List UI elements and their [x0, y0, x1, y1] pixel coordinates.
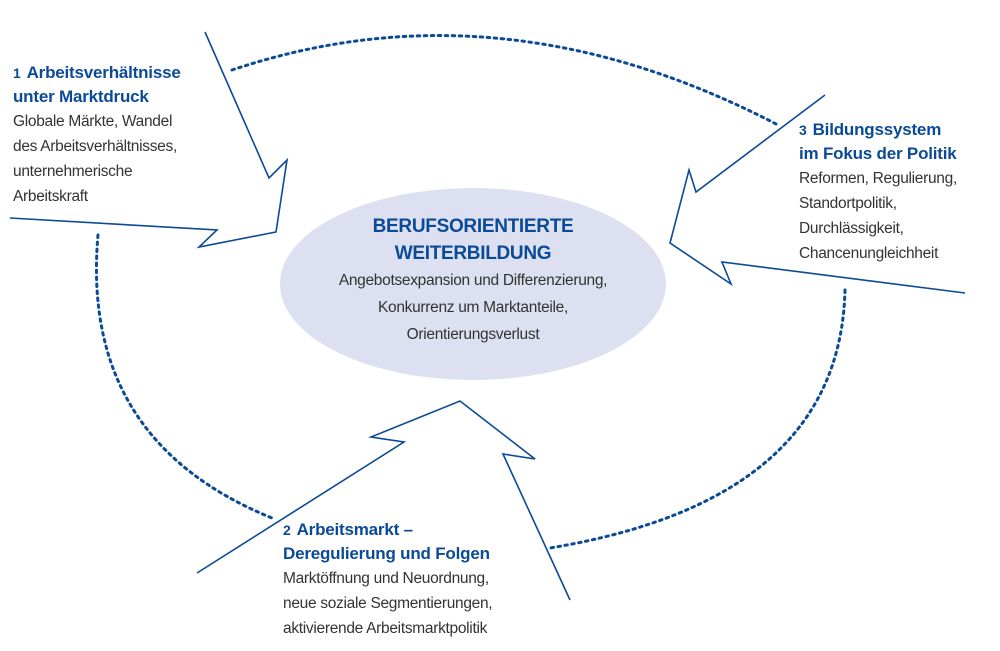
center-description-line: Orientierungsverlust	[406, 326, 540, 343]
arrow-factor-3	[669, 94, 966, 294]
factor-1-title: 1 Arbeitsverhältnisse unter Marktdruck	[13, 61, 181, 109]
factor-3: 3 Bildungssystem im Fokus der Politik Ref…	[799, 118, 957, 266]
factor-description-line: des Arbeitsverhältnisses,	[13, 138, 177, 155]
center-ellipse	[280, 188, 666, 380]
center-topic: BERUFSORIENTIERTE WEITERBILDUNG Angebots…	[283, 213, 663, 348]
factor-title-line: unter Marktdruck	[13, 87, 149, 106]
cycle-dotted-arc-right	[548, 288, 847, 550]
factor-2-description: Marktöffnung und Neuordnung, neue sozial…	[283, 566, 493, 641]
factor-1-description: Globale Märkte, Wandel des Arbeitsverhäl…	[13, 109, 181, 209]
factor-description-line: unternehmerische	[13, 163, 133, 180]
factor-title-line: Bildungssystem	[812, 120, 942, 139]
center-title-line: WEITERBILDUNG	[394, 243, 552, 264]
arrow-factor-2	[196, 400, 571, 601]
factor-3-title: 3 Bildungssystem im Fokus der Politik	[799, 118, 957, 166]
factor-number: 3	[799, 122, 807, 138]
factor-description-line: Reformen, Regulierung,	[799, 170, 957, 187]
factor-1: 1 Arbeitsverhältnisse unter Marktdruck Gl…	[13, 61, 181, 209]
factor-title-line: Arbeitsmarkt –	[296, 520, 413, 539]
factor-2: 2 Arbeitsmarkt – Deregulierung und Folgen…	[283, 518, 493, 641]
factor-2-title: 2 Arbeitsmarkt – Deregulierung und Folgen	[283, 518, 492, 566]
factor-description-line: Standortpolitik,	[799, 195, 897, 212]
cycle-dotted-arc-left	[95, 233, 274, 520]
factor-title-line: im Fokus der Politik	[799, 144, 957, 163]
factor-title-line: Arbeitsverhältnisse	[26, 63, 181, 82]
arrow-factor-1	[9, 31, 289, 249]
center-description-line: Konkurrenz um Marktanteile,	[377, 299, 569, 316]
factor-3-description: Reformen, Regulierung, Standortpolitik, …	[799, 166, 957, 266]
factor-number: 1	[13, 65, 21, 81]
factor-title-line: Deregulierung und Folgen	[283, 544, 490, 563]
center-title-line: BERUFSORIENTIERTE	[372, 216, 574, 237]
center-description: Angebotsexpansion und Differenzierung, K…	[283, 267, 663, 348]
factor-description-line: Chancenungleichheit	[799, 245, 939, 262]
factor-description-line: neue soziale Segmentierungen,	[283, 595, 493, 612]
factor-description-line: Marktöffnung und Neuordnung,	[283, 570, 489, 587]
factor-number: 2	[283, 522, 291, 538]
center-description-line: Angebotsexpansion und Differenzierung,	[338, 272, 608, 289]
factor-description-line: Durchlässigkeit,	[799, 220, 904, 237]
factor-description-line: Globale Märkte, Wandel	[13, 113, 173, 130]
factor-description-line: aktivierende Arbeitsmarktpolitik	[283, 620, 488, 637]
factor-description-line: Arbeitskraft	[13, 188, 88, 205]
center-title: BERUFSORIENTIERTE WEITERBILDUNG	[283, 213, 663, 267]
cycle-dotted-arc-top	[230, 34, 780, 127]
